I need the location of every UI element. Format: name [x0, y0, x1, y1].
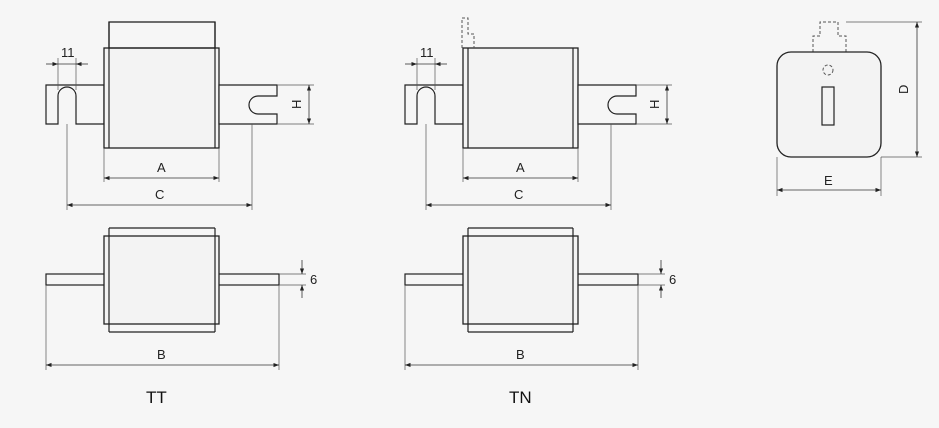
- tt-right-slot-contact: [218, 84, 278, 125]
- tt-body-side: [103, 235, 220, 325]
- tn-side-view: [404, 227, 665, 370]
- end-indicator-hole: [822, 64, 834, 76]
- tt-dim-a-label: A: [157, 160, 166, 175]
- tn-fuse-body: [462, 47, 579, 149]
- caption-tt: TT: [146, 388, 167, 407]
- tt-dim-6-label: 6: [310, 272, 317, 287]
- tn-dim-b-label: B: [516, 347, 525, 362]
- tt-dim-c-label: C: [155, 187, 164, 202]
- tn-dim-11-label: 11: [420, 45, 434, 60]
- tn-body-side: [462, 235, 579, 325]
- end-view: [776, 21, 922, 196]
- tn-top-view: [404, 17, 672, 210]
- end-dim-e-label: E: [824, 173, 833, 188]
- tt-dim-11-label: 11: [61, 45, 75, 60]
- end-blade-slot: [821, 86, 835, 126]
- tt-side-view: [45, 227, 306, 370]
- tn-dim-c-label: C: [514, 187, 523, 202]
- tt-top-view: [45, 21, 314, 210]
- tn-right-slot-contact: [577, 84, 637, 125]
- tt-dim-h-label: H: [289, 100, 304, 109]
- tn-indicator-dashed: [461, 17, 475, 48]
- tt-left-hook-contact: [45, 84, 105, 125]
- end-indicator-dashed: [812, 21, 847, 52]
- tn-dim-a-label: A: [516, 160, 525, 175]
- tt-fuse-body: [103, 47, 220, 149]
- tt-dim-b-label: B: [157, 347, 166, 362]
- tn-dim-6-label: 6: [669, 272, 676, 287]
- tn-dim-h-label: H: [647, 100, 662, 109]
- tn-left-hook-contact: [404, 84, 464, 125]
- tt-top-flange: [108, 21, 216, 49]
- end-dim-d-label: D: [896, 85, 911, 94]
- end-body: [776, 51, 882, 158]
- caption-tn: TN: [509, 388, 532, 407]
